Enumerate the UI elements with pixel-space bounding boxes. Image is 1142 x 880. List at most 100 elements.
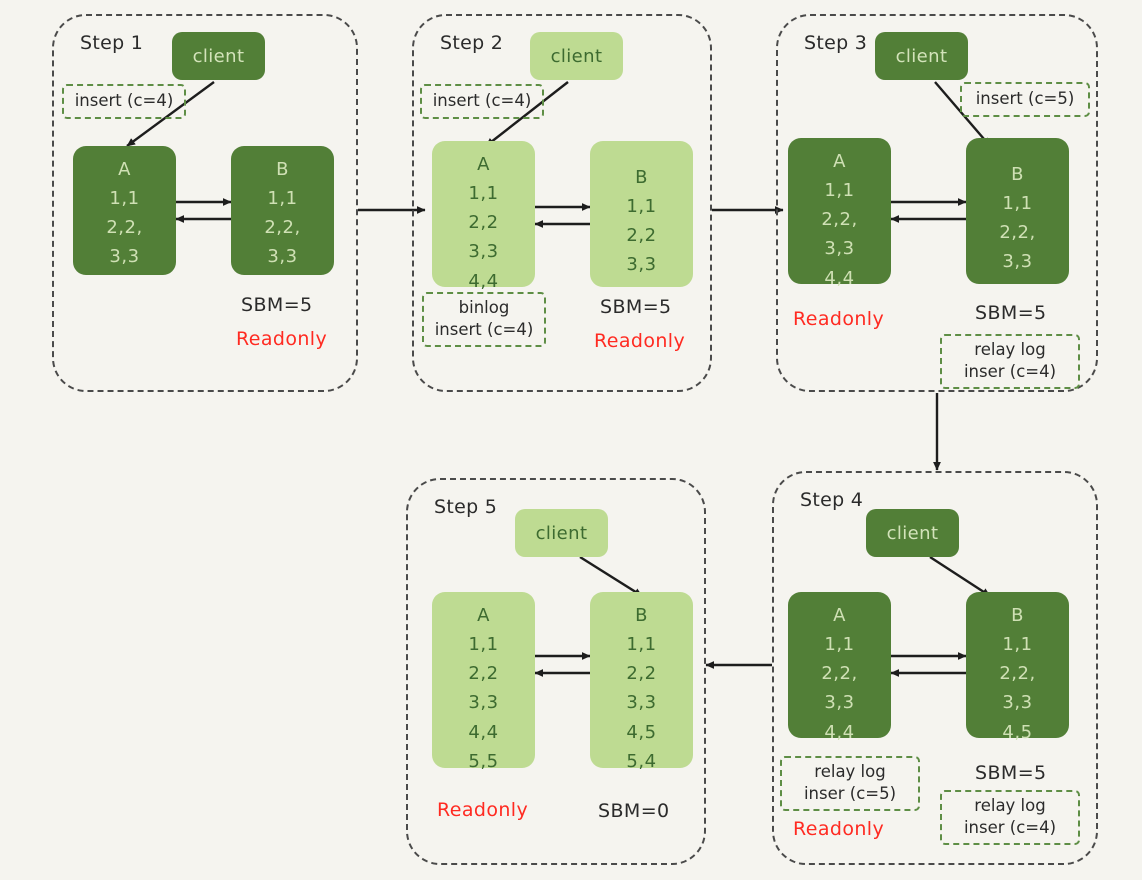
node-name: B <box>635 605 648 626</box>
tag-line: inser (c=5) <box>803 784 897 803</box>
node-row: 1,1 <box>468 634 499 656</box>
tag-insert-c4-step2: insert (c=4) <box>420 84 544 119</box>
tag-line: insert (c=5) <box>975 89 1075 109</box>
readonly-status-step1: Readonly <box>236 328 328 350</box>
node-row: 2,2, <box>821 209 858 231</box>
tag-line: relay log <box>814 762 886 782</box>
node-name: A <box>477 605 490 626</box>
step-title: Step 3 <box>804 32 868 54</box>
client-box-step2[interactable]: client <box>530 32 623 80</box>
node-row: 3,3 <box>1002 692 1033 714</box>
node-name: B <box>1011 605 1024 626</box>
node-row: 1,1 <box>626 634 657 656</box>
node-row: 3,3 <box>824 692 855 714</box>
tag-relaylog-c5-step4: relay log inser (c=5) <box>780 756 920 811</box>
node-row: 2,2, <box>106 217 143 239</box>
client-label: client <box>550 45 603 67</box>
node-row: 2,2 <box>468 663 499 685</box>
client-box-step3[interactable]: client <box>875 32 968 80</box>
node-row: 1,1 <box>468 183 499 205</box>
node-row: 3,3 <box>468 241 499 263</box>
tag-line: insert (c=4) <box>432 91 532 111</box>
node-row: 1,1 <box>267 188 298 210</box>
tag-line: inser (c=4) <box>963 818 1057 837</box>
node-row: 2,2 <box>626 225 657 247</box>
node-row: 5,5 <box>468 750 499 772</box>
node-row: 1,1 <box>1002 634 1033 656</box>
tag-line: insert (c=4) <box>434 320 534 339</box>
sbm-status-step2: SBM=5 <box>600 296 672 318</box>
tag-line: insert (c=4) <box>74 91 174 111</box>
step-title: Step 1 <box>80 32 144 54</box>
tag-insert-c4-step1: insert (c=4) <box>62 84 186 119</box>
readonly-status-step5: Readonly <box>437 799 529 821</box>
client-label: client <box>886 522 939 544</box>
node-name: A <box>477 154 490 175</box>
db-node-b-step1: B 1,1 2,2, 3,3 <box>231 146 334 275</box>
step-panel-step4: Step 4 <box>772 471 1098 865</box>
node-row: 2,2 <box>468 212 499 234</box>
node-row: 2,2 <box>626 663 657 685</box>
db-node-a-step3: A 1,1 2,2, 3,3 4,4 <box>788 138 891 289</box>
node-name: B <box>1011 164 1024 185</box>
node-row: 4,5 <box>626 721 657 743</box>
node-row: 3,3 <box>626 254 657 276</box>
client-box-step1[interactable]: client <box>172 32 265 80</box>
node-row: 3,3 <box>109 246 140 268</box>
tag-line: binlog <box>458 298 510 318</box>
node-name: B <box>276 159 289 180</box>
sbm-status-step3: SBM=5 <box>975 302 1047 324</box>
step-title: Step 2 <box>440 32 504 54</box>
db-node-b-step3: B 1,1 2,2, 3,3 <box>966 138 1069 284</box>
step-title: Step 5 <box>434 496 498 518</box>
client-box-step5[interactable]: client <box>515 509 608 557</box>
client-label: client <box>895 45 948 67</box>
tag-line: inser (c=4) <box>963 362 1057 381</box>
tag-relaylog-c4-step4: relay log inser (c=4) <box>940 790 1080 845</box>
client-label: client <box>192 45 245 67</box>
db-node-b-step2: B 1,1 2,2 3,3 <box>590 141 693 287</box>
node-name: A <box>833 605 846 626</box>
node-row: 2,2, <box>999 663 1036 685</box>
step-panel-step1: Step 1 <box>52 14 358 392</box>
tag-binlog-step2: binlog insert (c=4) <box>422 292 546 347</box>
db-node-a-step5: A 1,1 2,2 3,3 4,4 5,5 <box>432 592 535 772</box>
step-panel-step3: Step 3 <box>776 14 1098 392</box>
sbm-status-step4: SBM=5 <box>975 762 1047 784</box>
tag-relaylog-c4-step3: relay log inser (c=4) <box>940 334 1080 389</box>
node-row: 1,1 <box>626 196 657 218</box>
node-name: A <box>118 159 131 180</box>
client-label: client <box>535 522 588 544</box>
client-box-step4[interactable]: client <box>866 509 959 557</box>
node-row: 1,1 <box>1002 193 1033 215</box>
node-row: 3,3 <box>1002 251 1033 273</box>
db-node-a-step1: A 1,1 2,2, 3,3 <box>73 146 176 275</box>
node-row: 2,2, <box>999 222 1036 244</box>
step-panel-step2: Step 2 <box>412 14 712 392</box>
node-row: 3,3 <box>468 692 499 714</box>
node-row: 3,3 <box>824 238 855 260</box>
node-row: 4,5 <box>1002 721 1033 743</box>
node-row: 1,1 <box>824 180 855 202</box>
db-node-b-step4: B 1,1 2,2, 3,3 4,5 <box>966 592 1069 743</box>
step-panel-step5: Step 5 <box>406 478 706 865</box>
node-row: 5,4 <box>626 750 657 772</box>
tag-line: relay log <box>974 340 1046 360</box>
node-row: 4,4 <box>468 270 499 292</box>
sbm-status-step5: SBM=0 <box>598 800 670 822</box>
db-node-a-step2: A 1,1 2,2 3,3 4,4 <box>432 141 535 292</box>
node-row: 2,2, <box>264 217 301 239</box>
node-row: 4,4 <box>824 721 855 743</box>
sbm-status-step1: SBM=5 <box>241 294 313 316</box>
node-name: B <box>635 167 648 188</box>
node-row: 1,1 <box>824 634 855 656</box>
node-row: 1,1 <box>109 188 140 210</box>
readonly-status-step4: Readonly <box>793 818 885 840</box>
readonly-status-step2: Readonly <box>594 330 686 352</box>
tag-line: relay log <box>974 796 1046 816</box>
node-row: 2,2, <box>821 663 858 685</box>
node-row: 4,4 <box>824 267 855 289</box>
node-row: 3,3 <box>267 246 298 268</box>
node-name: A <box>833 151 846 172</box>
